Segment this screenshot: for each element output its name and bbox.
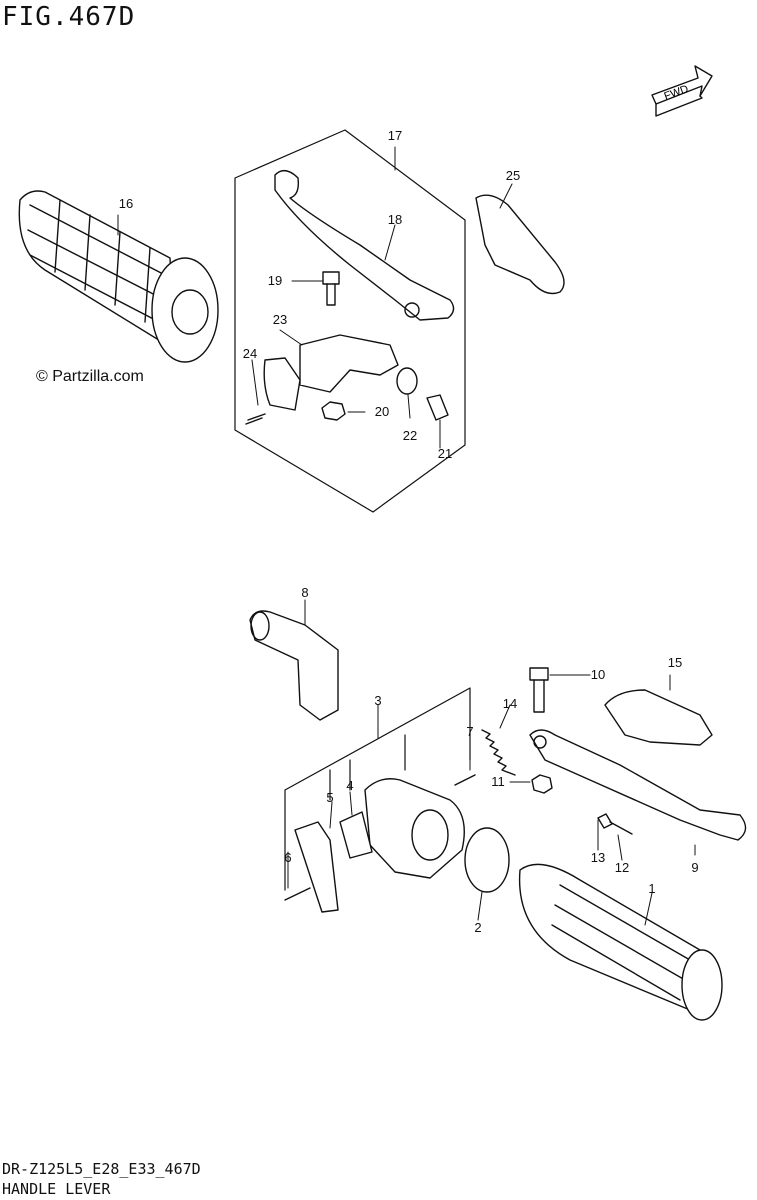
callout-8: 8 (301, 585, 308, 600)
callout-14: 14 (503, 696, 517, 711)
callout-2: 2 (474, 920, 481, 935)
brake-cover-part (604, 689, 713, 746)
callout-5: 5 (326, 790, 333, 805)
callout-9: 9 (691, 860, 698, 875)
callout-15: 15 (668, 655, 682, 670)
pivot-bolt-part (529, 667, 549, 713)
callout-25: 25 (506, 168, 520, 183)
callout-19: 19 (268, 273, 282, 288)
lever-nut-part (531, 774, 553, 794)
callout-3: 3 (374, 693, 381, 708)
adjuster-screw-part (597, 813, 633, 835)
housing-screw-part (454, 774, 476, 786)
clutch-lever-part (274, 170, 455, 321)
callout-20: 20 (375, 404, 389, 419)
assembly-3-bracket (284, 687, 471, 891)
callout-17: 17 (388, 128, 402, 143)
fwd-arrow-icon (651, 65, 713, 117)
throttle-housing-part (364, 778, 465, 879)
fwd-label: FWD (663, 83, 691, 103)
callout-22: 22 (403, 428, 417, 443)
callout-12: 12 (615, 860, 629, 875)
figure-title: FIG.467D (2, 2, 136, 32)
model-code: DR-Z125L5_E28_E33_467D (2, 1160, 201, 1178)
callout-11: 11 (491, 774, 505, 789)
assembly-17-bracket (234, 129, 466, 513)
callout-1: 1 (648, 881, 655, 896)
callout-18: 18 (388, 212, 402, 227)
throttle-ring-part (464, 827, 510, 893)
lever-cover-part (475, 194, 565, 295)
adjuster-bolt-part (426, 394, 449, 421)
brake-lever-part (529, 729, 747, 841)
plate-part (294, 821, 339, 913)
callout-13: 13 (591, 850, 605, 865)
nut-part (321, 401, 346, 421)
grip-left-part (18, 190, 219, 363)
lever-holder-part (245, 334, 399, 425)
callout-24: 24 (243, 346, 257, 361)
callout-16: 16 (119, 196, 133, 211)
callout-21: 21 (438, 446, 452, 461)
copyright-notice: © Partzilla.com (36, 368, 144, 385)
housing-half-part (339, 811, 373, 859)
grip-right-part (518, 863, 723, 1021)
callout-10: 10 (591, 667, 605, 682)
screw-part (284, 887, 311, 901)
callout-7: 7 (466, 724, 473, 739)
leader-lines (117, 146, 696, 926)
section-title: HANDLE LEVER (2, 1180, 111, 1198)
throttle-tube-part (249, 610, 339, 721)
callout-4: 4 (346, 778, 353, 793)
callout-6: 6 (284, 850, 291, 865)
callout-labels: 1234567891011121314151617181920212223242… (119, 128, 699, 935)
spring-part (481, 729, 516, 776)
callout-23: 23 (273, 312, 287, 327)
washer-part (396, 367, 418, 395)
lever-bolt-part (322, 271, 340, 306)
